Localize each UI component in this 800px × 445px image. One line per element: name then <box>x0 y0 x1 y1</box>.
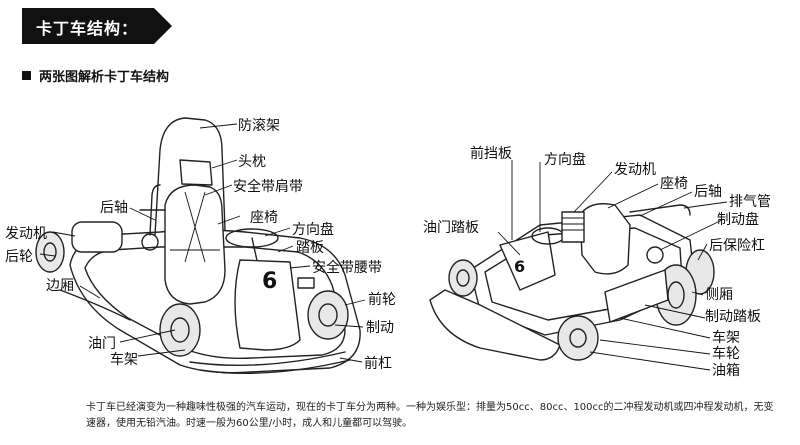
label-right-steering-wheel: 方向盘 <box>544 151 586 168</box>
label-waist-belt: 安全带腰带 <box>312 259 382 276</box>
subtitle-text: 两张图解析卡丁车结构 <box>39 70 170 85</box>
section-banner: 卡丁车结构： <box>22 8 172 44</box>
label-right-seat: 座椅 <box>660 176 688 192</box>
label-front-wheel: 前轮 <box>368 291 396 308</box>
label-headrest: 头枕 <box>238 154 266 170</box>
label-right-frame: 车架 <box>712 329 740 346</box>
label-side-bar: 边厢 <box>46 278 74 294</box>
label-brake: 制动 <box>366 320 394 336</box>
caption: 卡丁车已经演变为一种趣味性极强的汽车运动，现在的卡丁车分为两种。一种为娱乐型：排… <box>86 402 774 429</box>
left-kart-drawing: 6 <box>35 117 361 375</box>
label-brake-disc: 制动盘 <box>717 211 759 228</box>
label-rear-bumper: 后保险杠 <box>709 238 765 254</box>
label-throttle: 油门 <box>88 336 116 352</box>
right-leader-lines <box>497 160 728 371</box>
label-rear-axle: 后轴 <box>100 200 128 216</box>
label-wheel: 车轮 <box>712 345 740 362</box>
label-fuel-tank: 油箱 <box>712 363 740 379</box>
label-rollbar: 防滚架 <box>238 117 280 134</box>
label-right-engine: 发动机 <box>614 162 656 178</box>
label-shoulder-belt: 安全带肩带 <box>233 178 303 195</box>
left-leader-lines <box>39 123 366 363</box>
bullet-square-icon <box>22 71 31 80</box>
label-seat: 座椅 <box>250 210 278 226</box>
label-brake-pedal: 制动踏板 <box>705 309 761 325</box>
right-kart-number: 6 <box>514 257 525 276</box>
section-title: 卡丁车结构： <box>36 19 139 38</box>
label-rear-wheel: 后轮 <box>5 249 33 265</box>
label-exhaust: 排气管 <box>729 194 771 210</box>
label-right-rear-axle: 后轴 <box>694 184 722 200</box>
label-front-bumper: 前杠 <box>364 355 392 372</box>
label-frame: 车架 <box>110 351 138 368</box>
label-front-panel: 前挡板 <box>470 145 512 162</box>
label-pedal: 踏板 <box>296 240 324 256</box>
label-steering-wheel: 方向盘 <box>292 221 334 238</box>
left-kart-number: 6 <box>262 269 277 294</box>
label-engine: 发动机 <box>5 226 47 242</box>
subtitle: 两张图解析卡丁车结构 <box>22 66 169 85</box>
label-throttle-pedal: 油门踏板 <box>423 220 479 236</box>
label-side-pod: 侧厢 <box>705 287 733 303</box>
